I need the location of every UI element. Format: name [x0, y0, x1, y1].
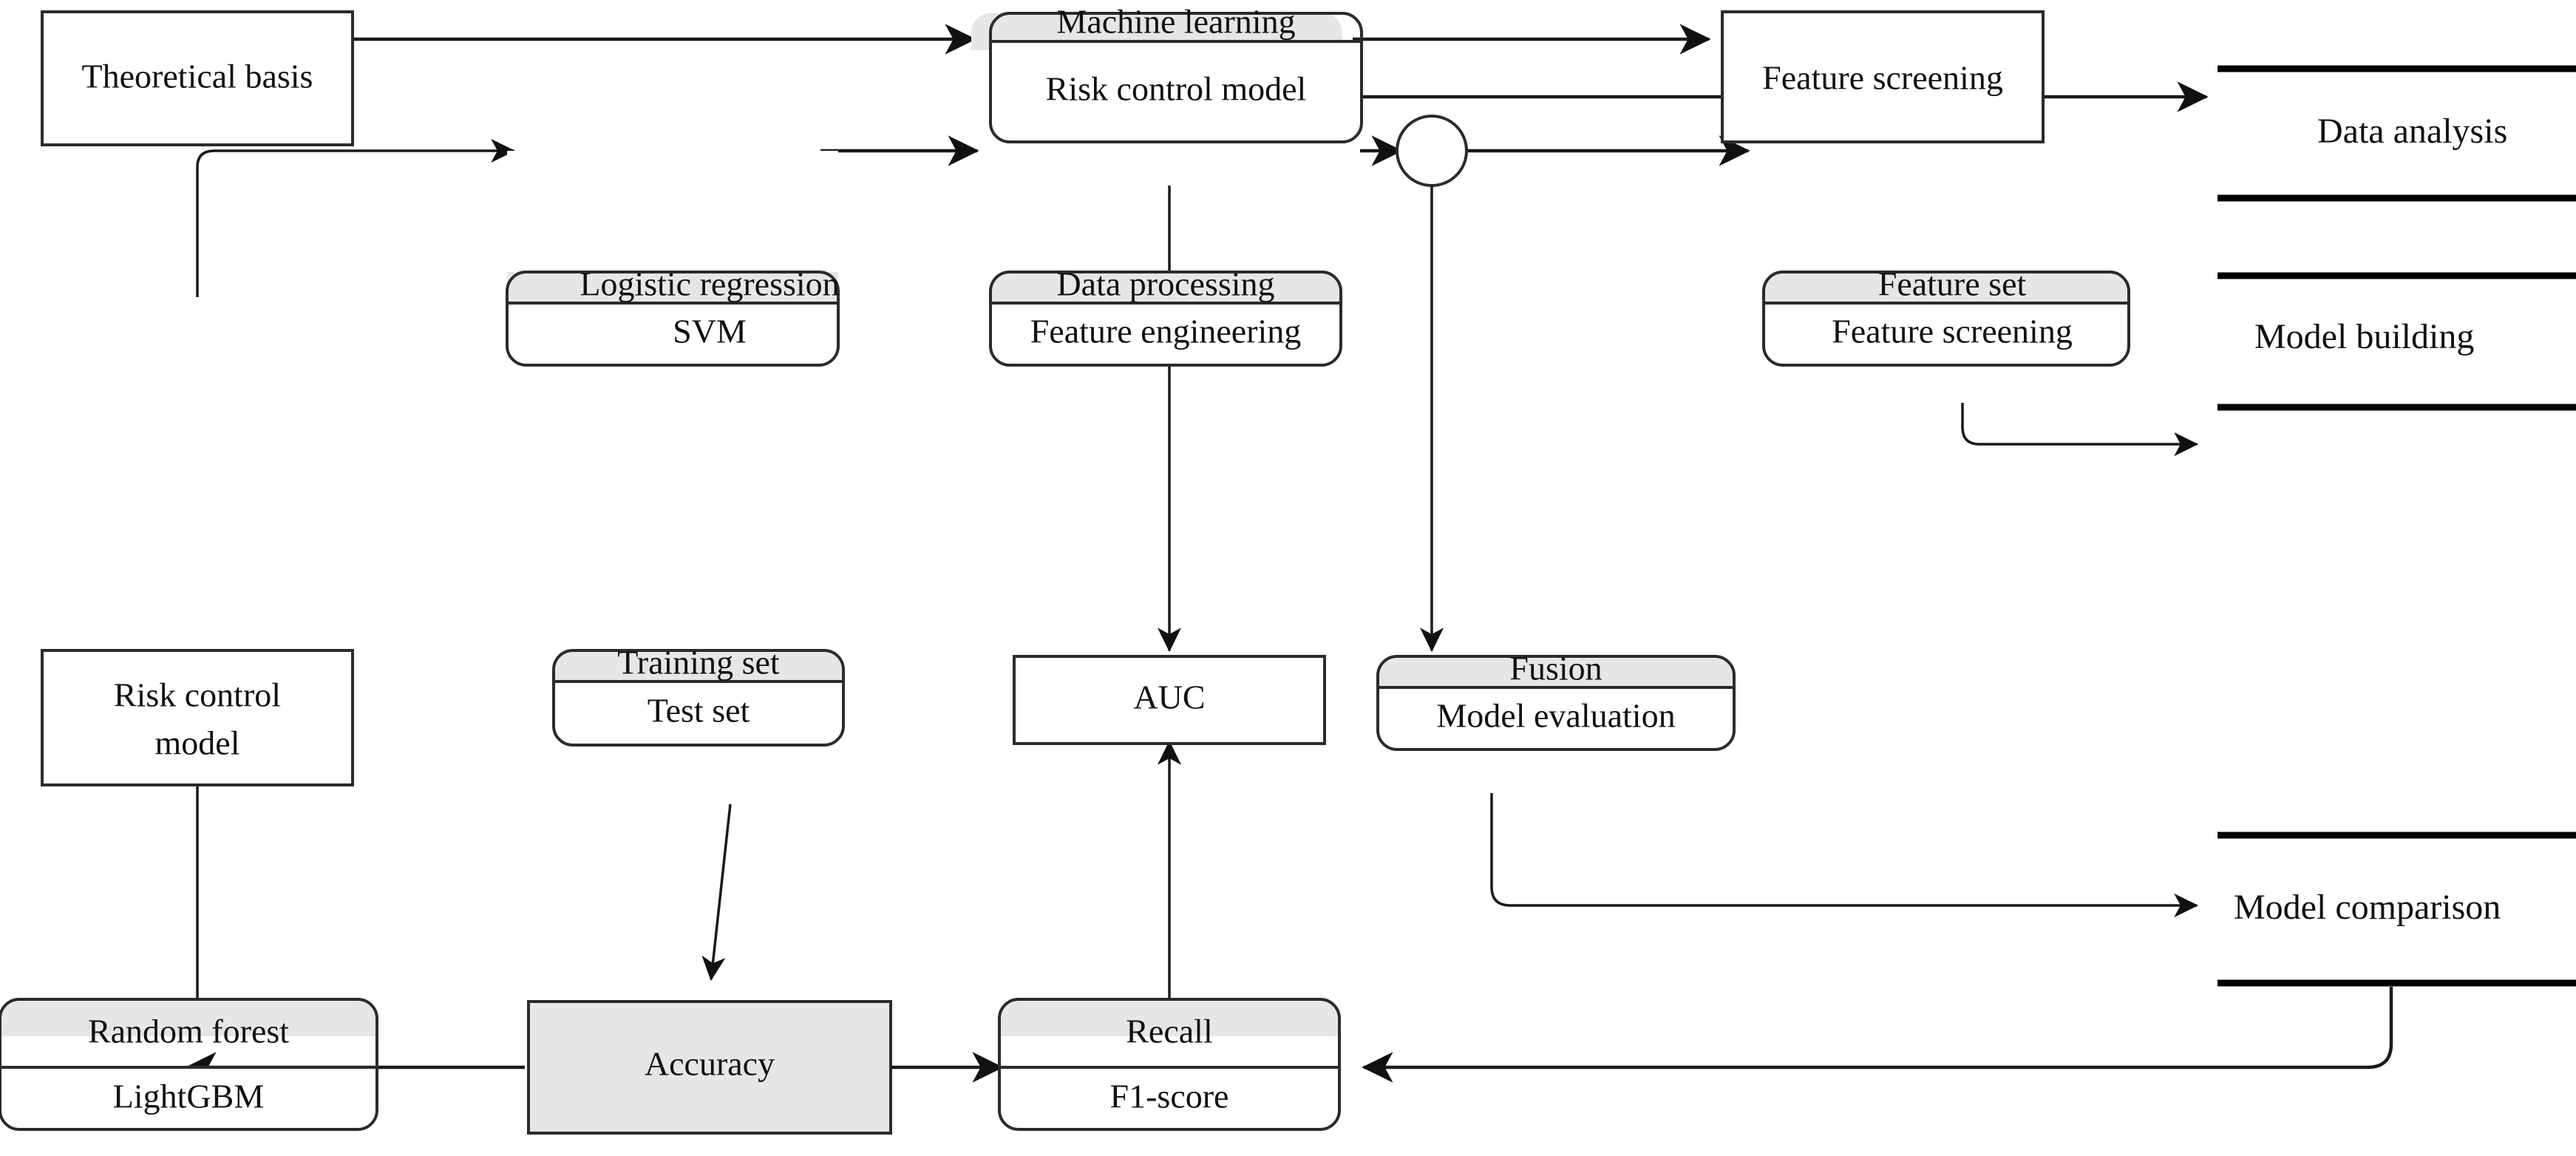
data-processing-body-label: Feature engineering	[1030, 313, 1302, 350]
auc-border	[1013, 655, 1326, 745]
fusion-body-label: Model evaluation	[1436, 697, 1675, 735]
recall-header-label: Recall	[1126, 1013, 1213, 1050]
edge-fusion-to-model-comparison	[1490, 793, 2199, 918]
theoretical-basis-border	[41, 10, 354, 146]
machine-learning-body-fill	[990, 41, 1362, 142]
node-junction[interactable]	[1396, 115, 1468, 187]
node-logistic-regression[interactable]: Logistic regression SVM	[506, 151, 840, 367]
feature-screening-label: Feature screening	[1762, 59, 2003, 97]
fusion-header-shape	[1378, 656, 1734, 687]
logistic-regression-body-shape	[507, 303, 838, 365]
fusion-border	[1376, 655, 1736, 751]
fusion-header-label: Fusion	[1509, 650, 1602, 687]
node-auc[interactable]: AUC	[1013, 655, 1326, 745]
auc-box	[1014, 656, 1325, 744]
training-set-body-shape	[554, 681, 843, 745]
training-set-body-label: Test set	[648, 692, 750, 730]
feature-set-body-shape	[1764, 303, 2129, 365]
feature-set-border	[1762, 271, 2130, 367]
edge-feature-set-to-model-building	[1961, 403, 2199, 457]
junction-fill	[1397, 116, 1467, 186]
node-risk-control-model[interactable]: Risk control model	[41, 649, 354, 786]
edge-training-set-to-accuracy	[701, 803, 732, 982]
node-recall[interactable]: Recall F1-score	[998, 998, 1341, 1131]
node-data-processing[interactable]: Data processing Feature engineering	[989, 265, 1342, 367]
training-set-header-label: Training set	[617, 644, 780, 681]
random-forest-body-shape	[0, 1067, 377, 1129]
edge-model-comparison-to-recall	[1362, 987, 2393, 1083]
machine-learning-border	[989, 12, 1363, 143]
accuracy-border	[527, 1000, 892, 1135]
theoretical-basis-box	[42, 12, 353, 145]
recall-border	[998, 998, 1341, 1131]
data-processing-body-shape	[990, 303, 1341, 365]
recall-body-label: F1-score	[1110, 1078, 1229, 1115]
feature-set-header-shape	[1764, 272, 2129, 303]
feature-screening-box	[1722, 12, 2043, 142]
logistic-regression-body-label: SVM	[673, 313, 747, 350]
training-set-header-shape	[554, 650, 843, 681]
random-forest-border	[0, 998, 378, 1131]
node-fusion[interactable]: Fusion Model evaluation	[1376, 650, 1736, 751]
data-processing-border	[989, 271, 1342, 367]
feature-screening-border	[1721, 10, 2045, 143]
node-training-set[interactable]: Training set Test set	[552, 644, 845, 747]
accuracy-label: Accuracy	[645, 1045, 775, 1083]
lane-label-model-building: Model building	[2254, 317, 2474, 356]
edge-risk-control-model-to-logistic-regression	[196, 138, 516, 297]
risk-control-model-border	[41, 649, 354, 786]
risk-control-model-box	[42, 650, 353, 785]
node-feature-set[interactable]: Feature set Feature screening	[1762, 265, 2130, 367]
machine-learning-body-label: Risk control model	[1046, 70, 1307, 108]
node-machine-learning[interactable]: Machine learning Risk control model	[971, 3, 1363, 143]
recall-body-shape	[999, 1067, 1339, 1129]
fusion-body-shape	[1378, 687, 1734, 749]
theoretical-basis-label: Theoretical basis	[82, 58, 313, 95]
logistic-regression-bodyfill	[507, 151, 838, 217]
accuracy-box	[529, 1002, 891, 1133]
lane-label-data-analysis: Data analysis	[2317, 112, 2507, 151]
junction-border	[1396, 115, 1468, 187]
machine-learning-header-label: Machine learning	[1056, 3, 1295, 41]
feature-set-body-label: Feature screening	[1832, 313, 2073, 350]
node-accuracy[interactable]: Accuracy	[527, 1000, 892, 1135]
connectors	[159, 24, 2393, 1083]
node-theoretical-basis[interactable]: Theoretical basis	[41, 10, 354, 146]
data-processing-header-label: Data processing	[1056, 265, 1274, 303]
node-feature-screening[interactable]: Feature screening	[1721, 10, 2045, 143]
feature-set-header-label: Feature set	[1878, 265, 2027, 303]
random-forest-header-shape	[0, 999, 377, 1036]
logistic-regression-header-label: Logistic regression	[580, 265, 839, 303]
logistic-regression-border	[506, 271, 840, 367]
training-set-border	[552, 649, 845, 747]
lane-rules	[2218, 65, 2576, 987]
risk-control-model-line1: Risk control	[114, 676, 281, 714]
logistic-regression-header-shape	[507, 272, 838, 303]
data-processing-header-shape	[990, 272, 1341, 303]
node-random-forest[interactable]: Random forest LightGBM	[0, 998, 378, 1131]
recall-header-shape	[999, 999, 1339, 1036]
random-forest-header-label: Random forest	[88, 1013, 289, 1050]
lane-label-model-comparison: Model comparison	[2234, 888, 2501, 927]
auc-label: AUC	[1133, 679, 1205, 716]
risk-control-model-line2: model	[155, 724, 240, 762]
random-forest-body-label: LightGBM	[113, 1078, 264, 1115]
